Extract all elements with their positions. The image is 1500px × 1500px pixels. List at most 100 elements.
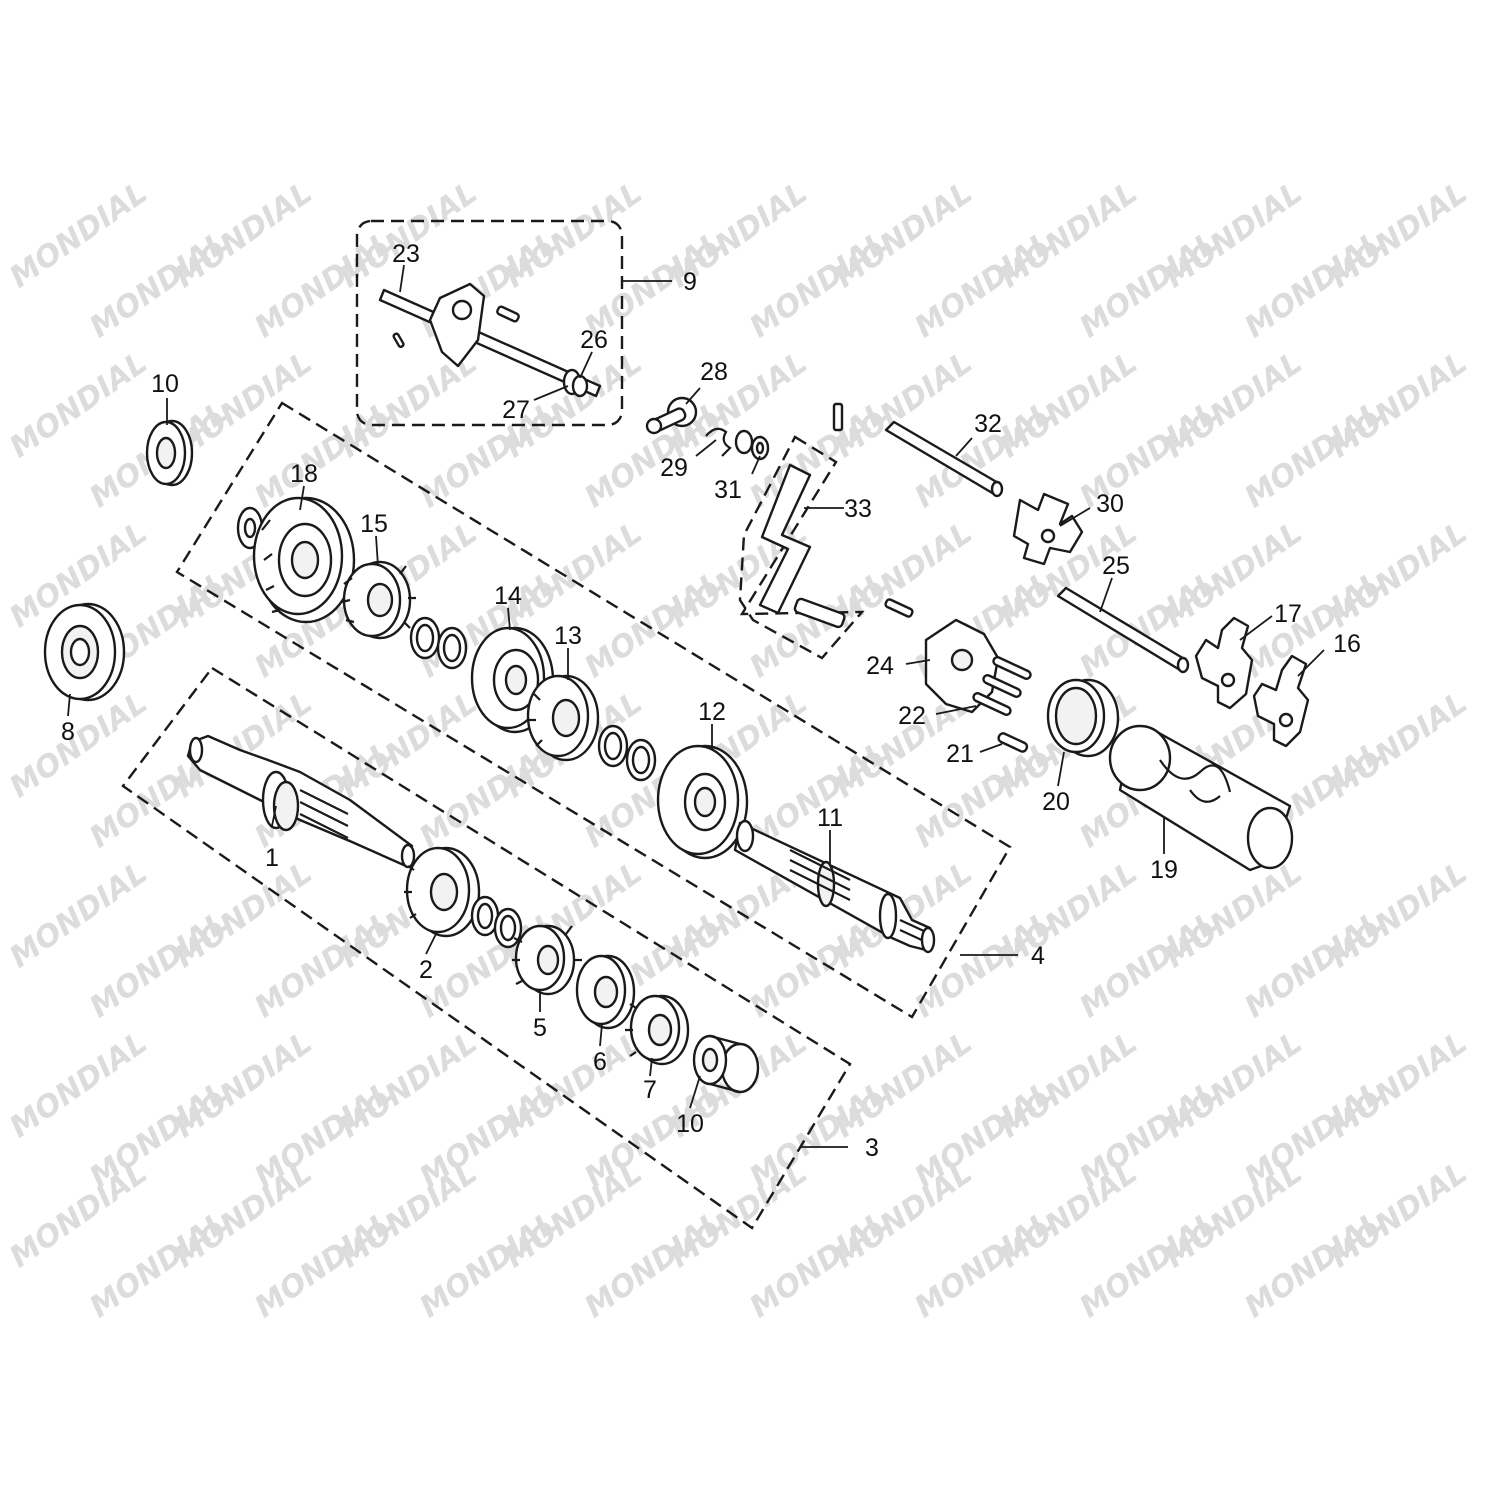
watermark-text: MONDIAL [1159, 1025, 1309, 1145]
watermark-text: MONDIAL [994, 345, 1144, 465]
callout-13: 13 [554, 622, 582, 650]
group-3-box [121, 666, 852, 1230]
watermark-text: MONDIAL [1159, 855, 1309, 975]
gear-5 [512, 924, 582, 996]
watermark-text: MONDIAL [994, 855, 1144, 975]
watermark-text: MONDIAL [4, 685, 154, 805]
callout-9: 9 [683, 268, 697, 296]
watermark-text: MONDIAL [4, 1025, 154, 1145]
callout-22: 22 [898, 702, 926, 730]
callout-15: 15 [360, 510, 388, 538]
callout-25: 25 [1102, 552, 1130, 580]
callout-5: 5 [533, 1014, 547, 1042]
watermark-text: MONDIAL [1324, 855, 1474, 975]
callout-31: 31 [714, 476, 742, 504]
callout-labels: 1 2 3 4 5 6 7 8 9 10 10 11 12 13 14 15 1… [61, 240, 1361, 1162]
watermark-text: MONDIAL [169, 855, 319, 975]
callout-20: 20 [1042, 788, 1070, 816]
watermark-text: MONDIAL [1324, 515, 1474, 635]
callout-1: 1 [265, 844, 279, 872]
watermark-text: MONDIAL [1159, 1155, 1309, 1275]
callout-14: 14 [494, 582, 522, 610]
watermark-text: MONDIAL [994, 1155, 1144, 1275]
callout-32: 32 [974, 410, 1002, 438]
watermark-text: MONDIAL [829, 345, 979, 465]
watermark-text: MONDIAL [829, 1155, 979, 1275]
washer-31 [734, 429, 770, 461]
watermark-text: MONDIAL [4, 1155, 154, 1275]
callout-30: 30 [1096, 490, 1124, 518]
bearing-8 [43, 602, 126, 702]
bolt-small [832, 402, 844, 432]
callout-28: 28 [700, 358, 728, 386]
spring-29 [705, 427, 732, 457]
watermark-text: MONDIAL [1324, 1025, 1474, 1145]
watermark-text: MONDIAL [169, 175, 319, 295]
watermark-text: MONDIAL [1324, 345, 1474, 465]
callout-21: 21 [946, 740, 974, 768]
callout-8: 8 [61, 718, 75, 746]
callout-23: 23 [392, 240, 420, 268]
watermark-text: MONDIAL [169, 1155, 319, 1275]
shift-fork-16 [1252, 654, 1310, 748]
shift-shaft-assembly-9 [378, 282, 602, 398]
needle-bearing-20 [1046, 678, 1120, 758]
oil-seal-10-top [145, 419, 194, 487]
callout-16: 16 [1333, 630, 1361, 658]
watermark-text: MONDIAL [1324, 685, 1474, 805]
group-4-box [175, 401, 1012, 1019]
callout-33: 33 [844, 495, 872, 523]
bushing-pair-c [470, 895, 523, 949]
leader-lines [67, 264, 1325, 1148]
shift-arm-33 [758, 463, 846, 629]
callout-6: 6 [593, 1048, 607, 1076]
gear-13 [526, 674, 600, 762]
watermark-text: MONDIAL [1159, 175, 1309, 295]
callout-7: 7 [643, 1076, 657, 1104]
watermark-text: MONDIAL [829, 515, 979, 635]
watermark-text: MONDIAL [499, 515, 649, 635]
callout-24: 24 [866, 652, 894, 680]
gear-18 [252, 496, 356, 624]
watermark-text: MONDIAL [1324, 1155, 1474, 1275]
shift-fork-17 [1194, 616, 1254, 710]
counter-shaft-11 [733, 819, 936, 954]
gear-7 [625, 994, 690, 1066]
watermark-text: MONDIAL [829, 175, 979, 295]
watermark-text: MONDIAL [169, 1025, 319, 1145]
gear-15 [341, 560, 416, 640]
watermark-text: MONDIAL [829, 1025, 979, 1145]
watermark-text: MONDIAL [994, 1025, 1144, 1145]
watermark-text: MONDIAL [1324, 175, 1474, 295]
pin-21 [997, 732, 1029, 753]
gear-6 [575, 954, 636, 1030]
watermark-text: MONDIAL [334, 685, 484, 805]
watermark-text: MONDIAL [1159, 345, 1309, 465]
main-shaft-1 [186, 734, 416, 869]
bushing-pair-b [597, 724, 657, 782]
pins-22 [972, 656, 1032, 716]
shift-drum-19 [1108, 724, 1294, 872]
watermark-text: MONDIAL [4, 855, 154, 975]
callout-17: 17 [1274, 600, 1302, 628]
fork-shaft-32 [884, 420, 1004, 498]
callout-27: 27 [502, 396, 530, 424]
gear-12 [656, 744, 749, 860]
watermark-text: MONDIAL [499, 1155, 649, 1275]
callout-4: 4 [1031, 942, 1045, 970]
fork-shaft-25 [1056, 586, 1190, 674]
gear-10-bottom [692, 1034, 760, 1094]
watermark-text: MONDIAL [4, 175, 154, 295]
callout-19: 19 [1150, 856, 1178, 884]
callout-2: 2 [419, 956, 433, 984]
watermark-text: MONDIAL [334, 1025, 484, 1145]
group-9-box [355, 219, 624, 427]
callout-26: 26 [580, 326, 608, 354]
watermark-text: MONDIAL [334, 1155, 484, 1275]
callout-3: 3 [865, 1134, 879, 1162]
group-33-box [738, 435, 865, 660]
callout-29: 29 [660, 454, 688, 482]
watermark-text: MONDIAL [664, 1155, 814, 1275]
watermark-text: MONDIAL [499, 1025, 649, 1145]
